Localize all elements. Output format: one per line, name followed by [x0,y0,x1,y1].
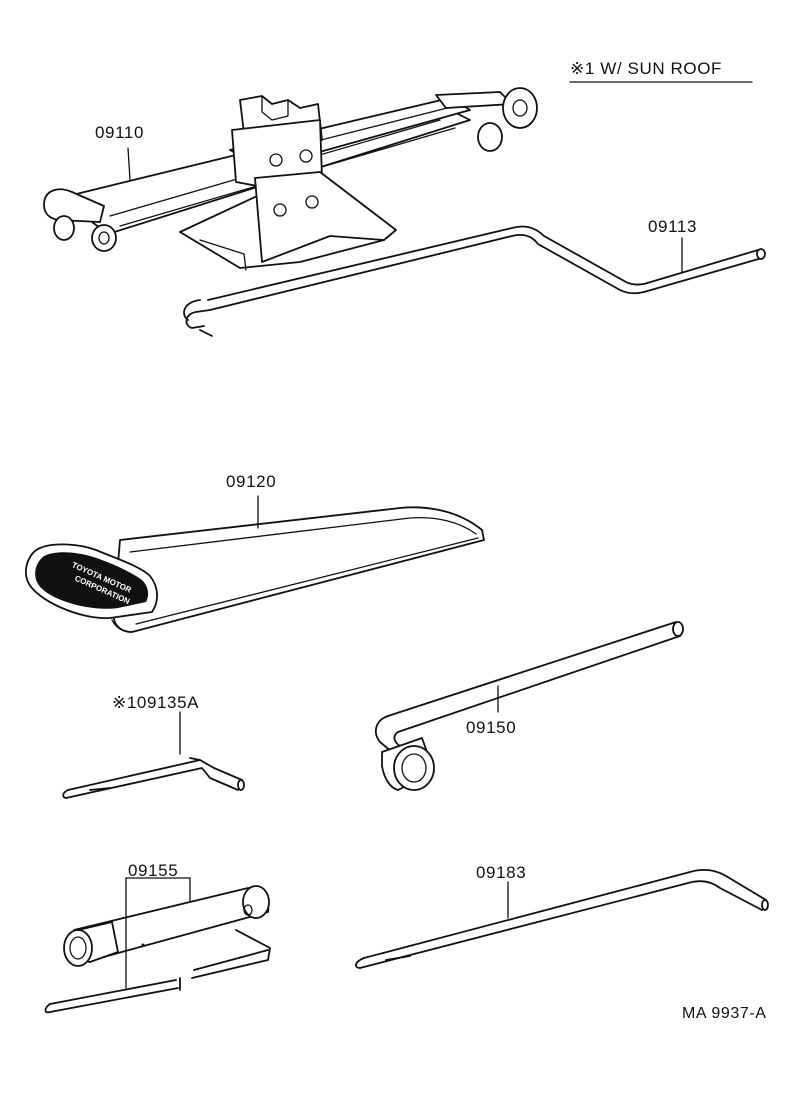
drawing-number: MA 9937-A [682,1005,767,1022]
jack-handle-extension-drawing [355,869,769,969]
jack-eye [502,87,538,129]
part-number-09113: 09113 [648,217,697,236]
wheel-nut-wrench-drawing [374,621,684,791]
sunroof-note: ※1 W/ SUN ROOF [569,59,753,83]
jack-handle-drawing [183,225,766,337]
jack-right-knuckle [477,122,503,152]
jack-lower-bracket [254,171,397,263]
sunroof-note-text: ※1 W/ SUN ROOF [570,59,722,78]
part-number-09183: 09183 [476,863,526,882]
jack-drawing [43,87,538,271]
tool-bag-body [112,506,485,633]
jack-screw [435,91,513,109]
tool-bag-logo-area [35,552,149,609]
part-number-09155: 09155 [128,861,178,880]
part-number-09110: 09110 [95,123,144,142]
part-number-09135a: ※109135A [112,693,199,712]
sunroof-wrench-drawing [62,711,245,799]
plug-wrench-drawing [44,877,271,1014]
jack-left-end [43,188,105,223]
part-number-09120: 09120 [226,472,276,491]
part-number-09150: 09150 [466,718,516,737]
leader-09110 [127,147,131,181]
tool-bag-drawing: TOYOTA MOTOR CORPORATION [25,495,485,633]
